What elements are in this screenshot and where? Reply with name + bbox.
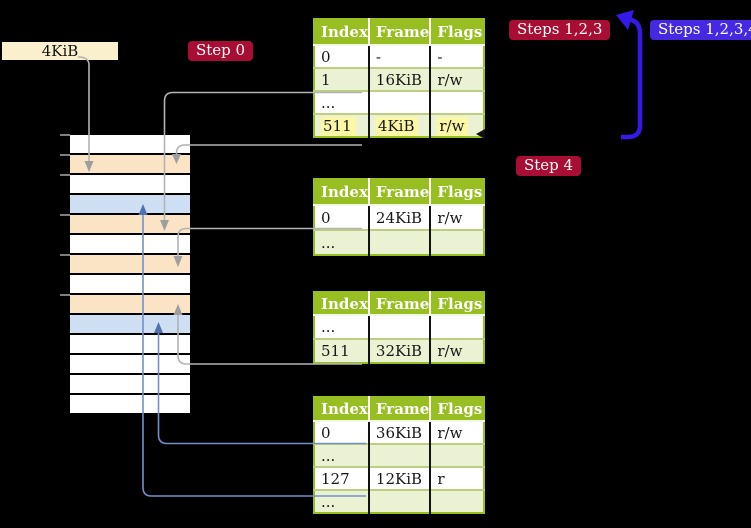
- table-cell: r/w: [429, 67, 485, 91]
- table-row: ...: [314, 90, 485, 114]
- l4-entry511-line: [175, 144, 362, 155]
- table-cell: 32KiB: [367, 338, 431, 363]
- table-row: ...: [314, 489, 485, 513]
- table-cell: ...: [314, 90, 369, 114]
- memory-frame-row-white: [70, 375, 190, 395]
- column-header-flags: Flags: [429, 19, 485, 46]
- highlighted-value: 511: [321, 116, 356, 136]
- steps-123-badge: Steps 1,2,3: [509, 20, 611, 40]
- table-cell: [429, 229, 485, 255]
- column-header-flags: Flags: [429, 397, 485, 422]
- table-cell: [367, 443, 431, 467]
- tick-mark: [60, 294, 70, 296]
- highlighted-value: 4KiB: [375, 116, 419, 136]
- memory-frame-row-orange: [70, 215, 190, 235]
- table-cell: 16KiB: [367, 67, 431, 91]
- memory-frame-row-white: [70, 355, 190, 375]
- memory-frame-row-white: [70, 235, 190, 255]
- memory-frame-row-blue: [70, 315, 190, 335]
- frame-address-box: 4KiB: [2, 42, 118, 60]
- memory-frame-row-white: [70, 335, 190, 355]
- table-row: ...: [314, 229, 485, 255]
- tick-mark: [60, 134, 70, 136]
- table-cell: -: [367, 45, 431, 68]
- table-row: ...: [314, 315, 485, 339]
- column-header-index: Index: [314, 179, 369, 206]
- steps-1234-badge: Steps 1,2,3,4: [650, 20, 751, 40]
- table-cell: [367, 229, 431, 255]
- memory-frame-row-blue: [70, 195, 190, 215]
- highlighted-value: r/w: [437, 116, 469, 136]
- table-cell: 1: [314, 67, 369, 91]
- table-row: 511 4KiB r/w: [314, 113, 485, 137]
- column-header-index: Index: [314, 292, 369, 316]
- table-cell: r/w: [429, 113, 485, 137]
- table-cell: r/w: [429, 338, 485, 363]
- column-header-index: Index: [314, 19, 369, 46]
- memory-frame-row-white: [70, 175, 190, 195]
- column-header-index: Index: [314, 397, 369, 422]
- table-row: ...: [314, 443, 485, 467]
- table-cell: ...: [314, 443, 369, 467]
- table-cell: 12KiB: [367, 466, 431, 490]
- table-cell: 511: [314, 113, 369, 137]
- table-cell: 0: [314, 421, 369, 444]
- column-header-frame: Frame: [367, 292, 431, 316]
- table-cell: 36KiB: [367, 421, 431, 444]
- table-cell: r: [429, 466, 485, 490]
- table-cell: -: [429, 45, 485, 68]
- table-cell: [429, 90, 485, 114]
- table-cell: 24KiB: [367, 205, 431, 230]
- column-header-frame: Frame: [367, 19, 431, 46]
- table-cell: 4KiB: [367, 113, 431, 137]
- tick-mark: [60, 254, 70, 256]
- tick-mark: [60, 214, 70, 216]
- table-cell: 511: [314, 338, 369, 363]
- table-cell: [429, 489, 485, 513]
- table-cell: r/w: [429, 421, 485, 444]
- physical-memory-column: [70, 135, 190, 415]
- table-cell: [367, 489, 431, 513]
- table-cell: ...: [314, 315, 369, 339]
- tick-mark: [60, 154, 70, 156]
- table-cell: [429, 315, 485, 339]
- step-0-badge: Step 0: [188, 41, 254, 61]
- table-cell: ...: [314, 489, 369, 513]
- table-cell: [429, 443, 485, 467]
- table-row: 0--: [314, 45, 485, 68]
- memory-frame-row-orange: [70, 155, 190, 175]
- table-cell: [367, 90, 431, 114]
- column-header-frame: Frame: [367, 397, 431, 422]
- table-cell: [367, 315, 431, 339]
- tick-mark: [60, 174, 70, 176]
- table-cell: r/w: [429, 205, 485, 230]
- table-cell: 127: [314, 466, 369, 490]
- recursive-loop-arrowhead: [616, 10, 634, 30]
- column-header-flags: Flags: [429, 179, 485, 206]
- recursive-loop-arrow: [621, 17, 643, 140]
- column-header-flags: Flags: [429, 292, 485, 316]
- memory-frame-row-white: [70, 275, 190, 295]
- step-4-badge: Step 4: [516, 156, 582, 176]
- memory-frame-row-orange: [70, 255, 190, 275]
- memory-frame-row-orange: [70, 295, 190, 315]
- memory-frame-row-white: [70, 135, 190, 155]
- memory-frame-row-white: [70, 395, 190, 415]
- table-cell: ...: [314, 229, 369, 255]
- table-cell: 0: [314, 205, 369, 230]
- table-cell: 0: [314, 45, 369, 68]
- column-header-frame: Frame: [367, 179, 431, 206]
